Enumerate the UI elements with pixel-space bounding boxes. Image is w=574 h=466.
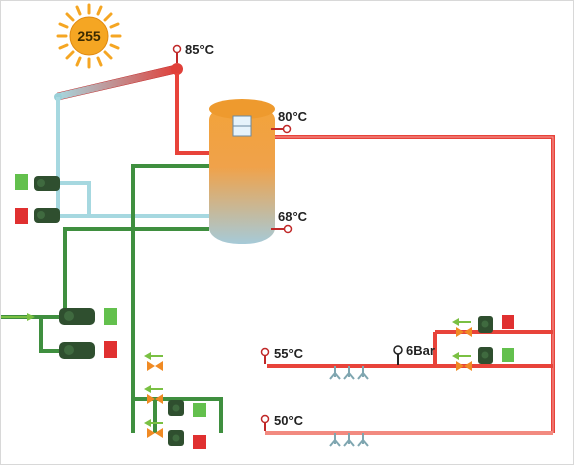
solar-pump-2-icon [34,208,60,223]
return-pipes [1,164,223,433]
solar-pump-1-status-on [15,174,28,190]
collector-thermometer-icon [172,44,182,63]
solar-pump-2-status-off [15,208,28,224]
circuit-1-pump-2-icon [478,347,493,364]
circuit-2-pump-2-icon [168,430,184,446]
circuit-2-pump-1-status-on [193,403,206,417]
pressure-gauge-icon [393,345,403,365]
circuit-1-pump-1-status-off [502,315,514,329]
main-pump-2-status-off [104,341,117,358]
tank-bottom-thermometer-icon [271,224,293,234]
left-valves [147,361,163,438]
circuit-2-manifold-icon [329,433,369,447]
circuit-1-thermometer-icon [260,347,270,364]
circuit-2-pump-1-icon [168,400,184,416]
solar-pump-1-icon [34,176,60,191]
main-pump-1-status-on [104,308,117,325]
circuit-1-temperature: 55°C [274,346,304,361]
solar-collector [54,63,183,101]
right-valves [456,327,472,371]
hot-supply-pipe [275,135,555,433]
storage-tank [209,99,275,244]
tank-top-thermometer-icon [271,124,292,134]
inlet-arrow-icon [1,313,35,321]
main-pump-1-icon [59,308,95,325]
collector-temperature: 85°C [185,42,215,57]
left-flow-arrows [144,352,163,427]
sun-value: 255 [77,28,101,44]
tank-bottom-temperature: 68°C [278,209,308,224]
right-flow-arrows [452,318,471,360]
circuit-2-thermometer-icon [260,414,270,431]
circuit-2-pump-2-status-off [193,435,206,449]
sun-icon [56,3,122,69]
circuit-1-pressure: 6Bar [406,343,435,358]
circuit-1-pump-2-status-on [502,348,514,362]
tank-top-temperature: 80°C [278,109,308,124]
circuit-1-manifold-icon [329,366,369,380]
circuit-1-pump-1-icon [478,316,493,333]
solar-flow-pipe [175,73,209,155]
circuit-2-temperature: 50°C [274,413,304,428]
main-pump-2-icon [59,342,95,359]
